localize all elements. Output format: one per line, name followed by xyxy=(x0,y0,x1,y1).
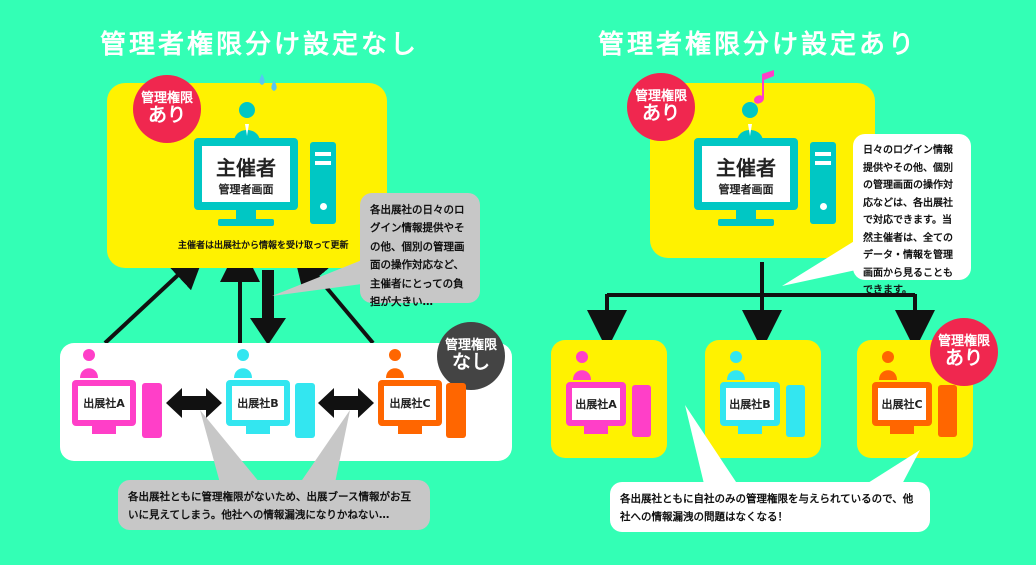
person-icon xyxy=(573,351,591,380)
right-exhibitor-c-label: 出展社C xyxy=(881,398,923,411)
right-exhibitor-a-monitor: 出展社A xyxy=(566,382,626,426)
exhibitor-b-label: 出展社B xyxy=(237,397,279,410)
arrow-a-to-host xyxy=(103,248,207,345)
computer-icon xyxy=(810,142,836,224)
right-host-bubble: 日々のログイン情報提供やその他、個別の管理画面の操作対応などは、各出展社で対応で… xyxy=(853,134,971,296)
bubble-tail xyxy=(782,240,856,286)
monitor-base xyxy=(398,426,422,434)
right-title: 管理者権限分け設定あり xyxy=(598,30,918,60)
computer-icon xyxy=(142,383,162,438)
left-host-bubble: 各出展社の日々のログイン情報提供やその他、個別の管理画面の操作対応など、主催者に… xyxy=(360,193,480,308)
right-exhibitor-badge: 管理権限 あり xyxy=(930,318,998,386)
person-icon xyxy=(737,102,763,142)
computer-icon xyxy=(786,385,805,437)
right-exhibitor-b-label: 出展社B xyxy=(729,398,771,411)
computer-icon xyxy=(938,385,957,437)
bubble-tail xyxy=(685,405,920,488)
person-icon xyxy=(234,349,252,378)
exhibitor-a-label: 出展社A xyxy=(83,397,125,410)
sweat-drop-icon xyxy=(259,74,277,91)
double-arrow-icon xyxy=(166,388,222,418)
left-host-subtitle: 管理者画面 xyxy=(218,182,274,196)
computer-icon xyxy=(446,383,466,438)
monitor-base xyxy=(718,219,774,226)
left-title: 管理者権限分け設定なし xyxy=(100,30,420,60)
left-exhibitor-badge: 管理権限 なし xyxy=(437,322,505,390)
right-exhibitor-b-monitor: 出展社B xyxy=(720,382,780,426)
monitor-base xyxy=(246,426,270,434)
person-icon xyxy=(727,351,745,380)
monitor-base xyxy=(890,426,914,434)
person-icon xyxy=(879,351,897,380)
person-icon xyxy=(386,349,404,378)
monitor-stand xyxy=(736,210,756,220)
right-bottom-bubble: 各出展社ともに自社のみの管理権限を与えられているので、他社への情報漏洩の問題はな… xyxy=(610,482,930,532)
right-exhibitor-a-label: 出展社A xyxy=(575,398,617,411)
bubble-tail xyxy=(200,410,350,483)
left-host-caption: 主催者は出展社から情報を受け取って更新 xyxy=(178,241,349,251)
arrow-host-to-b xyxy=(250,270,286,345)
monitor-base xyxy=(92,426,116,434)
right-host-badge: 管理権限 あり xyxy=(627,73,695,141)
monitor-base xyxy=(738,426,762,434)
left-bottom-bubble: 各出展社ともに管理権限がないため、出展ブース情報がお互いに見えてしまう。他社への… xyxy=(118,480,430,530)
monitor-stand xyxy=(236,210,256,220)
bubble-tail xyxy=(272,260,362,296)
computer-icon xyxy=(295,383,315,438)
right-host-subtitle: 管理者画面 xyxy=(718,182,774,196)
double-arrow-icon xyxy=(318,388,374,418)
exhibitor-a-monitor: 出展社A xyxy=(72,380,136,426)
left-host-title: 主催者 xyxy=(216,155,276,180)
person-icon xyxy=(80,349,98,378)
computer-icon xyxy=(310,142,336,224)
right-host-title: 主催者 xyxy=(716,155,776,180)
monitor-base xyxy=(218,219,274,226)
exhibitor-c-label: 出展社C xyxy=(389,397,431,410)
left-host-monitor: 主催者 管理者画面 xyxy=(194,138,298,210)
exhibitor-c-monitor: 出展社C xyxy=(378,380,442,426)
left-host-badge: 管理権限 あり xyxy=(133,75,201,143)
exhibitor-b-monitor: 出展社B xyxy=(226,380,290,426)
arrow-c-to-host xyxy=(292,246,375,345)
right-exhibitor-c-monitor: 出展社C xyxy=(872,382,932,426)
computer-icon xyxy=(632,385,651,437)
monitor-base xyxy=(584,426,608,434)
right-host-monitor: 主催者 管理者画面 xyxy=(694,138,798,210)
music-note-icon xyxy=(754,70,774,104)
